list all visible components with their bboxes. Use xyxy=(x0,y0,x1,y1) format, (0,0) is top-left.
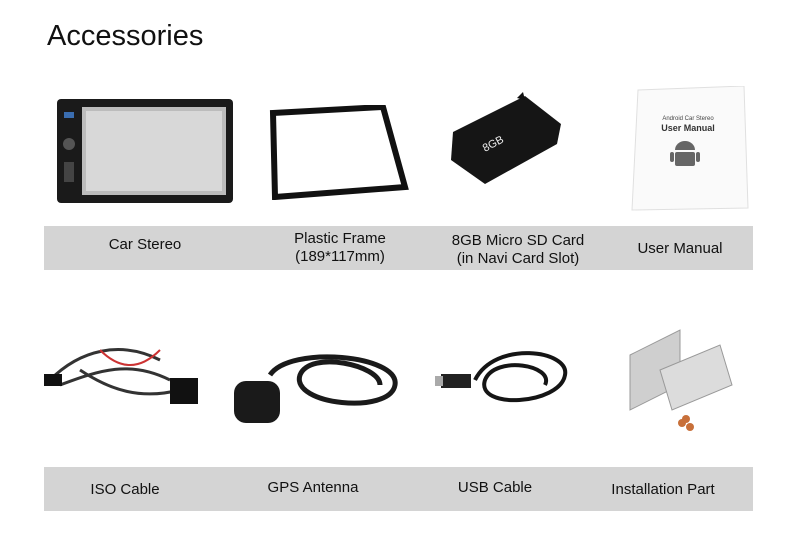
label-bar-row-2 xyxy=(44,467,753,511)
installation-part-image xyxy=(629,329,733,431)
gps-antenna-image xyxy=(234,354,398,423)
gps-antenna-label: GPS Antenna xyxy=(267,479,359,496)
iso-cable-image xyxy=(44,348,198,404)
car-stereo-image xyxy=(57,99,233,203)
label-line: Plastic Frame xyxy=(294,230,386,247)
user-manual-image: Android Car Stereo User Manual xyxy=(631,86,749,211)
plastic-frame-image xyxy=(269,105,409,200)
iso-cable-label: ISO Cable xyxy=(90,481,160,498)
usb-cable-image xyxy=(435,351,568,403)
sd-card-label: 8GB Micro SD Card (in Navi Card Slot) xyxy=(452,232,585,268)
user-manual-label: User Manual xyxy=(637,240,723,257)
label-line: (in Navi Card Slot) xyxy=(456,250,580,267)
micro-sd-card-image: 8GB xyxy=(451,92,561,184)
car-stereo-label: Car Stereo xyxy=(108,236,182,253)
label-bar-row-1 xyxy=(44,226,753,270)
page-title: Accessories xyxy=(47,20,204,52)
usb-cable-label: USB Cable xyxy=(457,479,533,496)
plastic-frame-label: Plastic Frame (189*117mm) xyxy=(294,230,386,266)
manual-subtitle-text: Android Car Stereo xyxy=(662,116,714,122)
installation-part-label: Installation Part xyxy=(611,481,715,498)
label-line: 8GB Micro SD Card xyxy=(451,232,585,249)
manual-title-text: User Manual xyxy=(661,123,715,133)
label-line: (189*117mm) xyxy=(295,248,385,265)
android-logo-icon xyxy=(670,141,700,166)
